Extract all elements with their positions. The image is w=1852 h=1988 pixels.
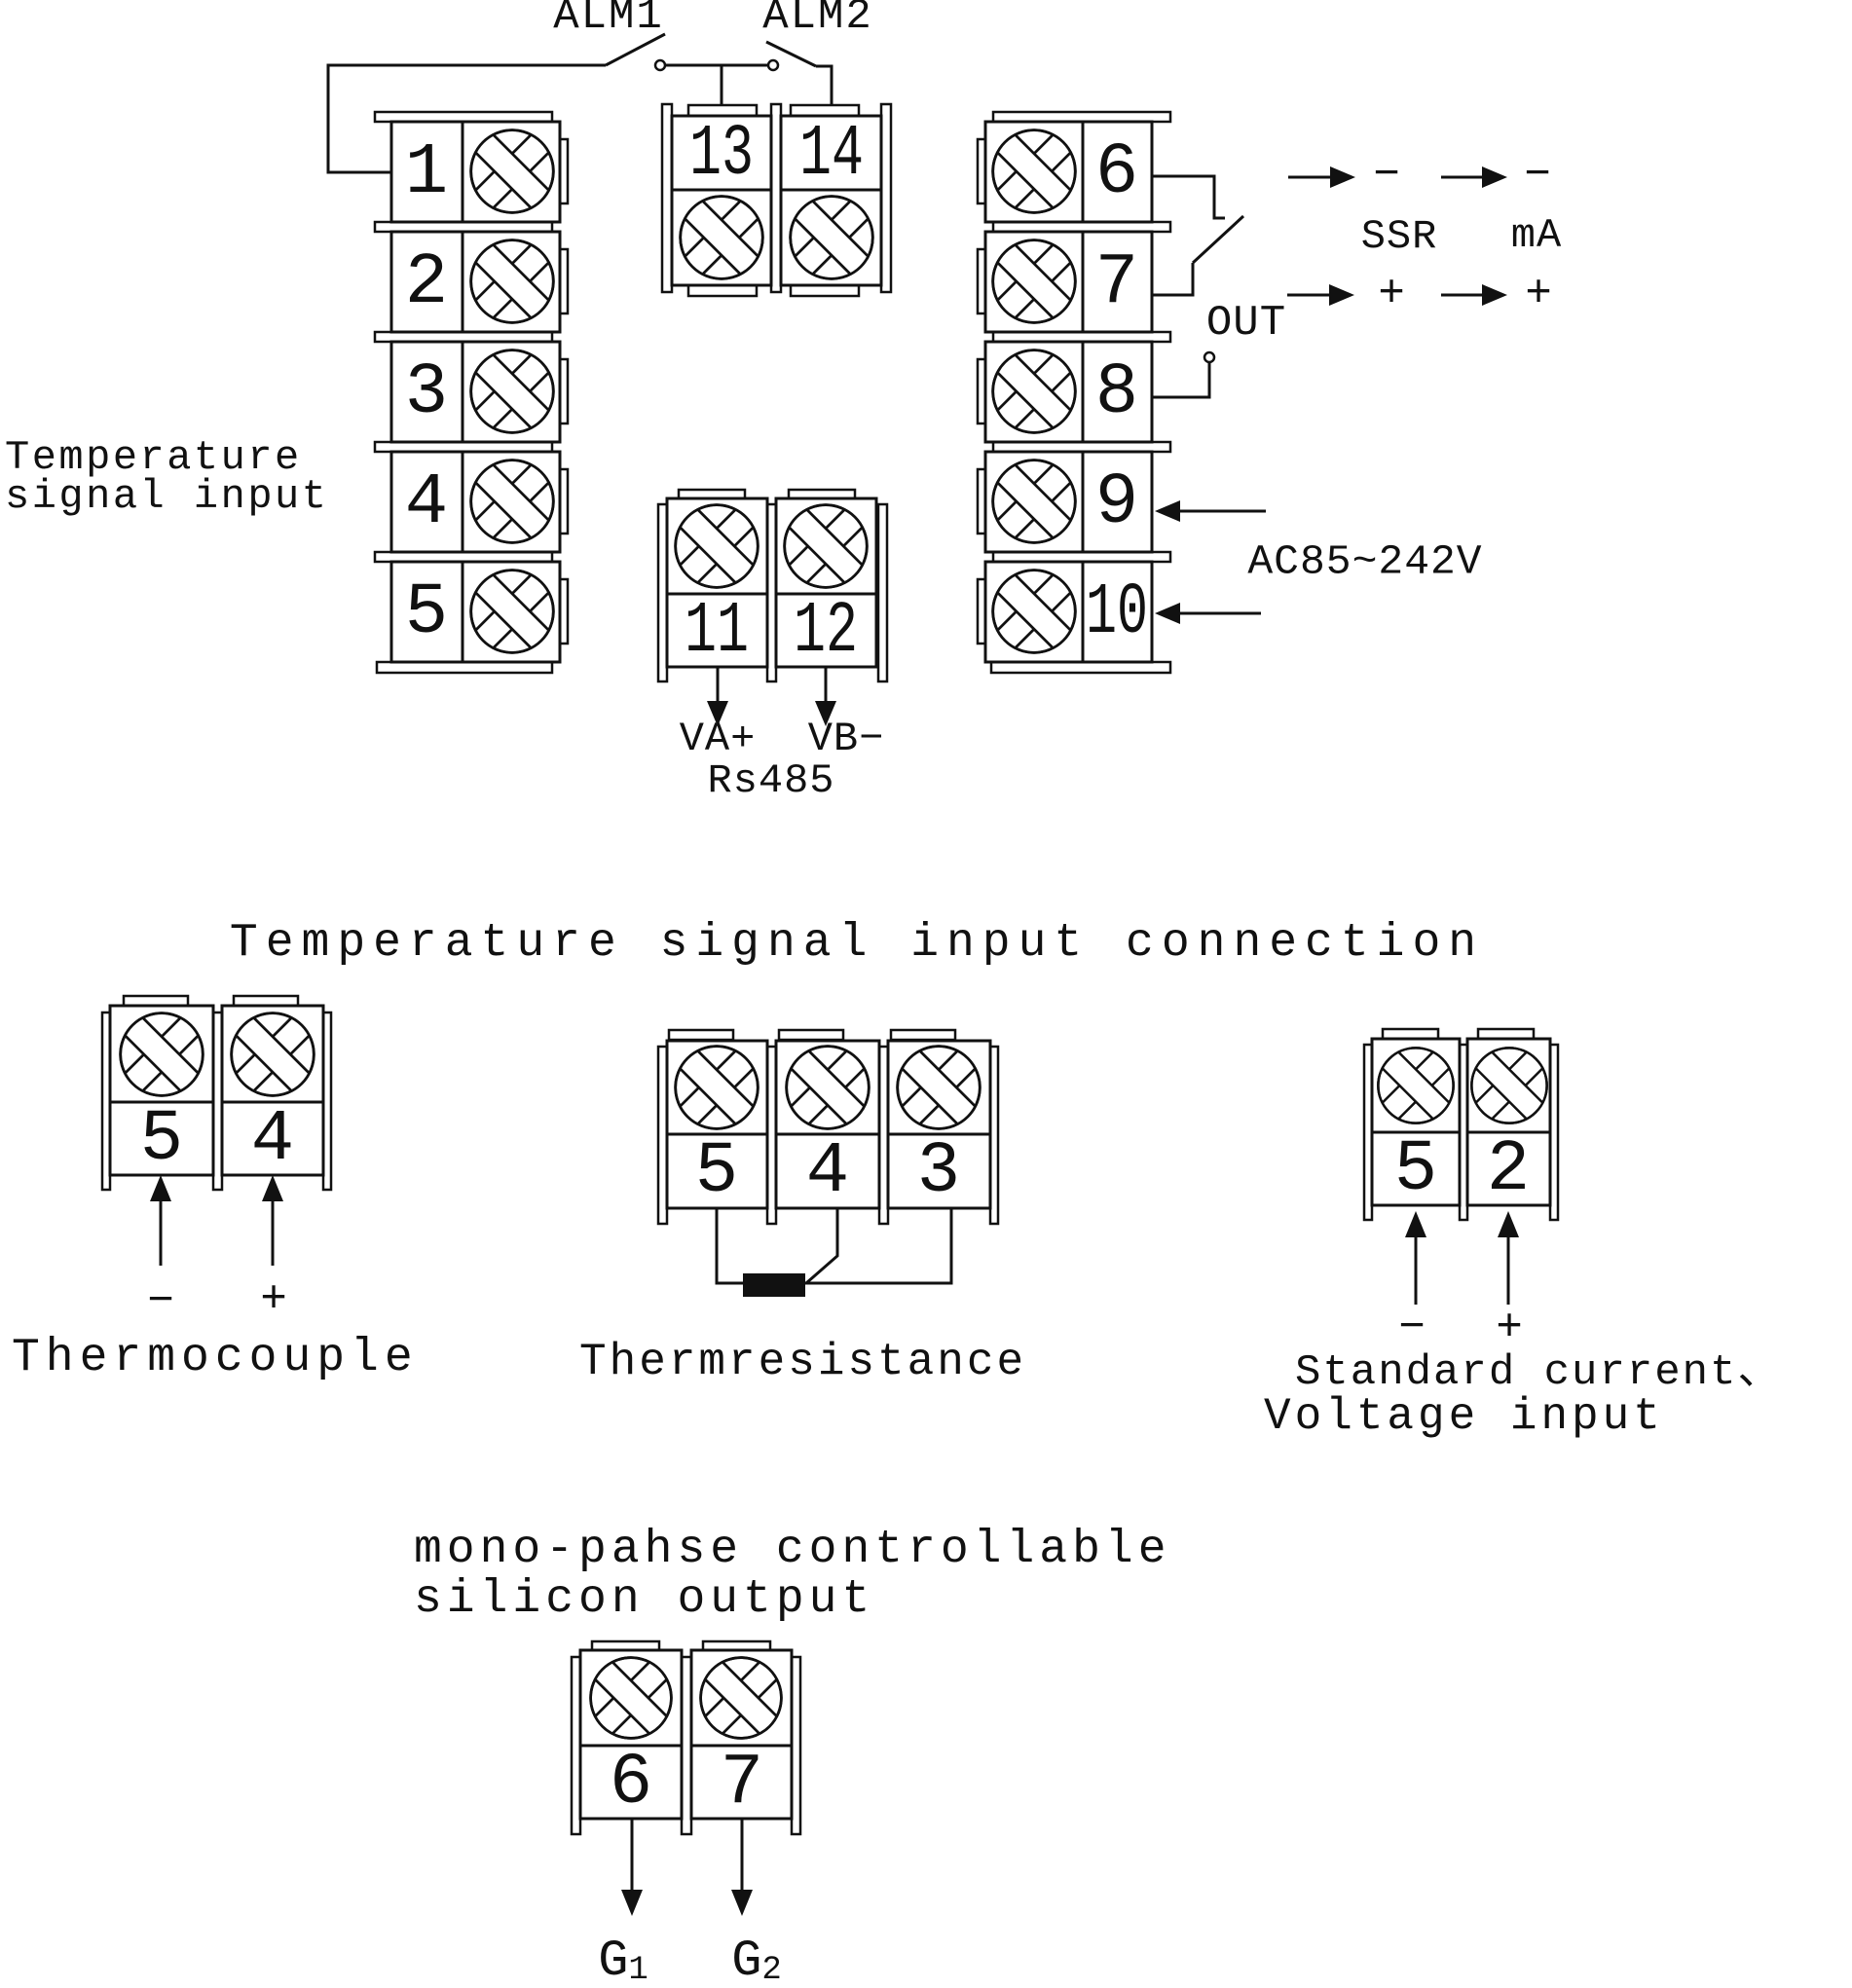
terminal-tab [686, 283, 759, 298]
terminal-number: 4 [405, 462, 448, 544]
terminal-number: 6 [1095, 132, 1138, 214]
terminal-number: 13 [689, 114, 754, 196]
tc-minus-label: − [147, 1276, 174, 1327]
terminal-number: 8 [1095, 352, 1138, 434]
terminal-number: 1 [405, 132, 448, 214]
terminal-number: 12 [794, 591, 858, 673]
vb-arrowhead [815, 701, 836, 726]
terminal-tab [667, 1028, 735, 1042]
terminal-number: 4 [806, 1131, 849, 1213]
input-label-line1: Temperature [5, 434, 302, 481]
alm1-switch-blade [605, 32, 666, 67]
terminal-bar [989, 660, 1172, 675]
power-arrowhead-9 [1155, 500, 1180, 522]
terminal-number: 5 [1394, 1129, 1437, 1211]
terminal-number: 3 [405, 352, 448, 434]
out-contact-circle [1203, 350, 1216, 364]
silicon-title-line2: silicon output [414, 1573, 874, 1626]
ma-plus-arrowhead [1482, 284, 1507, 306]
terminal-number: 5 [695, 1131, 738, 1213]
silicon-output-diagram: 6 7 [570, 1639, 802, 1836]
terminal-number: 9 [1095, 462, 1138, 544]
ssr-plus-arrowhead [1329, 284, 1354, 306]
terminal-number: 2 [405, 242, 448, 324]
thermocouple-diagram: 5 4 [100, 994, 333, 1192]
thermocouple-label: Thermocouple [12, 1332, 419, 1384]
rtd-sensor-element [743, 1273, 805, 1297]
terminal-block-rs485: 11 12 [656, 488, 889, 683]
standard-input-diagram: 5 2 [1362, 1027, 1560, 1222]
ssr-label: SSR [1361, 213, 1438, 260]
wire-terminal1-alm1 [326, 63, 606, 174]
tc-minus-arrowhead [150, 1175, 171, 1201]
wire-terminal8-out [1152, 362, 1211, 399]
out-label: OUT [1206, 299, 1286, 348]
ma-minus-arrowhead [1482, 166, 1507, 188]
ma-minus-label: − [1524, 150, 1551, 201]
va-label: VA+ [680, 716, 757, 762]
terminal-tab [777, 1028, 845, 1042]
terminal-block-input: 1 2 3 4 5 [373, 110, 570, 675]
alm1-contact-circle [653, 58, 667, 72]
terminal-block-output-power: 6 7 8 9 10 [976, 110, 1172, 675]
terminal-number: 14 [799, 114, 864, 196]
alm1-label: ALM1 [553, 0, 664, 41]
g2-label: G2 [731, 1933, 782, 1988]
g2-arrowhead [731, 1890, 753, 1916]
terminal-block-alarm: 13 14 [660, 102, 893, 298]
terminal-number: 7 [721, 1743, 763, 1824]
section-title: Temperature signal input connection [230, 917, 1484, 970]
std-plus-label: + [1496, 1303, 1523, 1353]
wire-terminal6 [1152, 174, 1225, 220]
wire-drop-terminal14 [816, 64, 833, 117]
terminal-number: 11 [685, 591, 749, 673]
tr-wire-3 [805, 1208, 953, 1285]
wiring [150, 32, 1519, 1916]
thermresistance-label: Thermresistance [579, 1337, 1026, 1387]
terminal-number: 4 [251, 1099, 294, 1181]
va-arrowhead [707, 701, 728, 726]
standard-label-line2: Voltage input [1264, 1391, 1664, 1442]
g1-label: G1 [598, 1933, 648, 1988]
power-arrowhead-10 [1155, 603, 1180, 624]
terminal-number: 6 [610, 1743, 652, 1824]
terminal-number: 5 [405, 572, 448, 654]
thermresistance-diagram: 5 4 3 [656, 1028, 1000, 1226]
terminal-number: 10 [1086, 572, 1148, 654]
tr-wire-4 [805, 1208, 839, 1285]
alm2-label: ALM2 [762, 0, 873, 41]
power-label: AC85~242V [1247, 538, 1482, 586]
std-minus-label: − [1398, 1303, 1426, 1353]
wire-terminal7 [1152, 263, 1195, 297]
rs485-label: Rs485 [707, 757, 834, 804]
terminal-bar [375, 660, 554, 675]
terminal-number: 7 [1095, 242, 1138, 324]
ma-plus-label: + [1525, 269, 1552, 319]
standard-label-line1: Standard current、 [1295, 1348, 1782, 1397]
output-switch-blade [1191, 214, 1245, 265]
std-minus-arrowhead [1405, 1211, 1426, 1237]
silicon-title-line1: mono-pahse controllable [414, 1524, 1171, 1576]
terminal-tab [889, 1028, 957, 1042]
tc-plus-arrowhead [262, 1175, 283, 1201]
terminal-rail [876, 502, 889, 683]
terminal-tab [789, 283, 861, 298]
tr-wire-5 [715, 1208, 743, 1285]
terminal-number: 5 [140, 1099, 183, 1181]
ssr-minus-label: − [1373, 150, 1400, 201]
alm2-contact-circle [766, 58, 780, 72]
g1-arrowhead [621, 1890, 643, 1916]
vb-label: VB− [808, 716, 885, 762]
ssr-plus-label: + [1378, 269, 1405, 319]
ssr-minus-arrowhead [1330, 166, 1355, 188]
std-plus-arrowhead [1498, 1211, 1519, 1237]
input-label-line2: signal input [5, 473, 328, 520]
alm2-switch-blade [765, 40, 817, 68]
tc-plus-label: + [260, 1274, 287, 1325]
terminal-number: 2 [1487, 1129, 1530, 1211]
ma-label: mA [1511, 212, 1562, 259]
terminal-number: 3 [917, 1131, 960, 1213]
